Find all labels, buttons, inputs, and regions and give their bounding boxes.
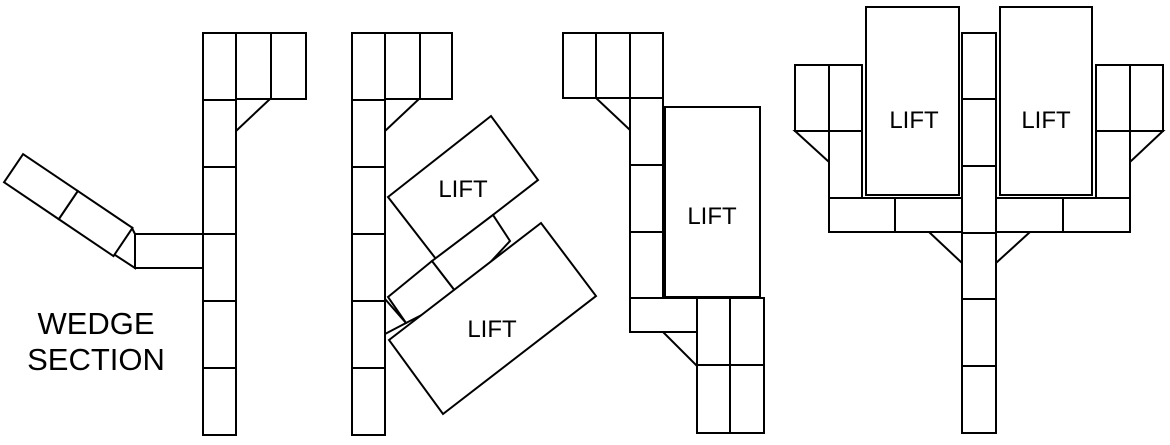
dock-module [134,233,204,269]
dock-module [961,298,997,367]
lower-lift [387,221,598,416]
dock-module [961,32,997,100]
dock-module [351,32,386,101]
dock-module [961,232,997,300]
dock-module [729,364,765,434]
upper-lift [386,114,540,261]
corner-wedge [384,98,422,134]
dock-module [384,32,421,100]
dock-module [1062,197,1131,233]
dock-module [202,32,237,101]
configuration-2-angled-lifts [351,32,598,436]
dock-module [1129,64,1164,132]
lift-label: LIFT [687,203,737,230]
dock-module [351,166,386,235]
wedge-label-line2: SECTION [27,342,165,377]
dock-module [595,32,631,99]
dock-module [828,64,863,132]
dock-module [202,233,237,302]
corner-wedge [593,97,631,133]
lift-label: LIFT [1021,107,1071,134]
dock-module [202,166,237,235]
dock-module [351,300,386,369]
corner-wedge [660,331,698,369]
dock-module [202,300,237,369]
dock-module [961,98,997,167]
dock-module [419,32,453,100]
configuration-3-side-lift [562,32,765,434]
dock-module [351,367,386,436]
corner-wedge [995,231,1033,266]
dock-module [828,197,896,233]
corner-wedge [1129,130,1166,165]
dock-module [430,213,512,298]
dock-module [1095,130,1131,199]
dock-module [1095,64,1131,132]
dock-module [270,32,307,100]
dock-module [894,197,963,233]
dock-module [202,367,237,436]
lift-label: LIFT [438,176,488,203]
dock-module [794,64,830,132]
corner-wedge [235,98,273,134]
left-lift [865,6,960,196]
dock-module [562,32,597,99]
corner-wedge [926,231,963,266]
dock-module [961,165,997,234]
dock-module [235,32,272,100]
dock-module [202,99,237,168]
dock-module [629,297,698,333]
dock-module [629,164,664,233]
dock-module [729,297,765,366]
wedge-label-line1: WEDGE [37,306,154,341]
right-lift [999,6,1093,196]
dock-module [961,365,997,434]
lift-label: LIFT [889,107,939,134]
dock-module [351,99,386,168]
wedge [384,296,408,336]
dock-module [696,364,731,434]
dock-module [995,197,1064,233]
configuration-4-twin-lifts [792,6,1166,434]
dock-module [828,130,863,199]
dock-module [2,152,80,221]
dock-module [629,97,664,166]
dock-module [629,32,664,99]
configuration-1-wedge [2,32,307,436]
corner-wedge [792,130,830,165]
dock-module [696,297,731,366]
dock-module [629,231,664,299]
side-lift [664,106,761,298]
lift-label: LIFT [467,316,517,343]
dock-module [351,233,386,302]
